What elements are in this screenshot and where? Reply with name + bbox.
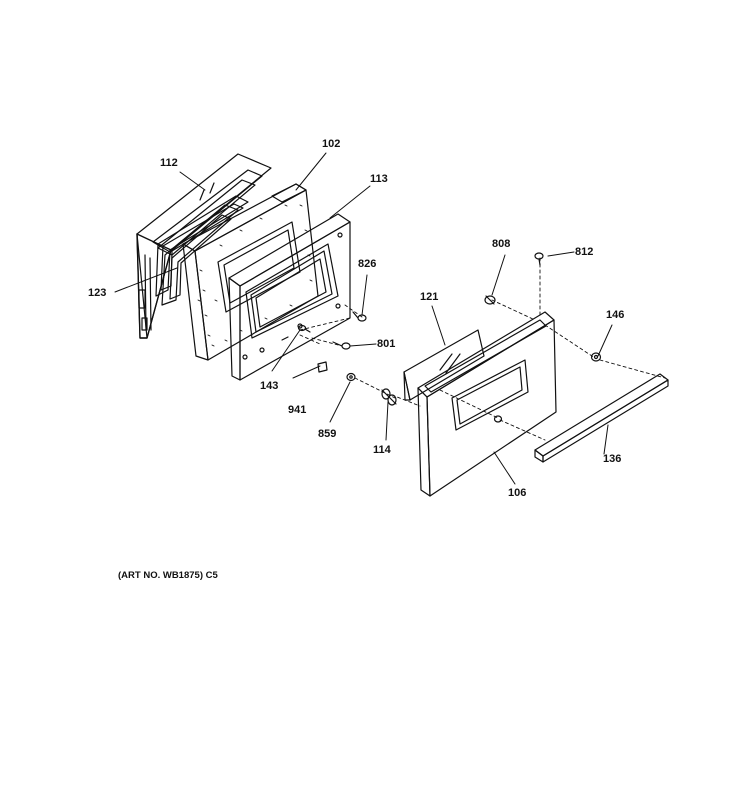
callout-146: 146	[606, 309, 625, 321]
callout-136: 136	[603, 453, 622, 465]
callout-123: 123	[88, 287, 107, 299]
callout-112: 112	[160, 157, 178, 169]
part-102-inner-panel	[182, 183, 319, 361]
leader-lines	[114, 152, 613, 485]
part-136-door-handle	[534, 373, 669, 463]
callout-808: 808	[492, 238, 511, 250]
callout-801: 801	[377, 338, 396, 350]
part-123-window-pack	[155, 195, 249, 297]
callout-826: 826	[358, 258, 377, 270]
part-112-door-liner-frame	[136, 153, 272, 339]
part-801-screw	[332, 341, 351, 350]
part-146-washer	[590, 352, 602, 362]
callout-121: 121	[420, 291, 439, 303]
callout-812: 812	[575, 246, 594, 258]
part-859-screw	[346, 372, 356, 382]
callout-102: 102	[322, 138, 341, 150]
part-121-glass-panel	[403, 329, 485, 401]
callout-143: 143	[260, 380, 279, 392]
part-808-screw	[484, 295, 496, 305]
callout-106: 106	[508, 487, 527, 499]
part-106-outer-door	[417, 311, 557, 497]
part-812-screw	[534, 252, 544, 266]
part-143-bushing	[297, 324, 311, 333]
callout-114: 114	[373, 444, 391, 456]
callout-113: 113	[370, 173, 388, 185]
part-826-screw	[352, 311, 367, 322]
art-number-note: (ART NO. WB1875) C5	[118, 570, 218, 581]
part-941-clip	[317, 361, 328, 373]
callout-859: 859	[318, 428, 337, 440]
callout-941: 941	[288, 404, 307, 416]
part-114-hinge-bracket	[381, 388, 397, 406]
